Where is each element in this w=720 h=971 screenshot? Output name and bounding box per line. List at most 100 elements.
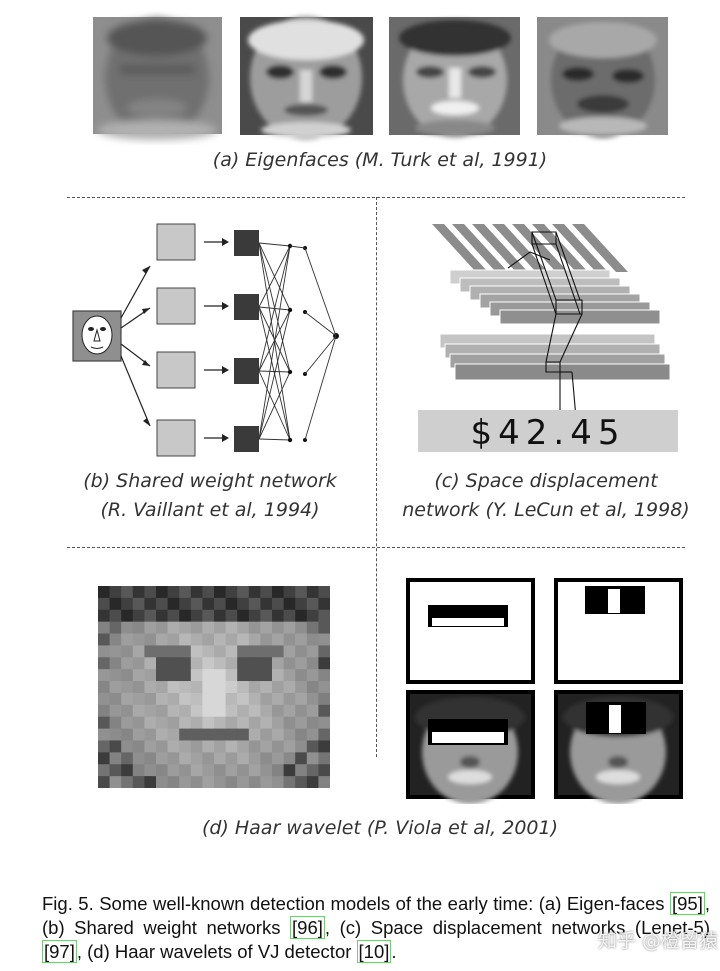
face-pixel bbox=[260, 586, 273, 599]
hidden-unit-boxes bbox=[234, 230, 259, 452]
face-pixel bbox=[214, 597, 227, 611]
face-pixel bbox=[156, 776, 169, 788]
face-pixel bbox=[318, 597, 330, 611]
face-pixel bbox=[318, 716, 330, 730]
face-pixel bbox=[109, 716, 122, 730]
face-pixel bbox=[318, 586, 330, 599]
face-pixel bbox=[179, 728, 192, 741]
face-pixel bbox=[283, 704, 296, 718]
face-pixel bbox=[167, 728, 180, 741]
caption-b-line1: (b) Shared weight network bbox=[83, 470, 337, 492]
face-pixel bbox=[283, 597, 296, 611]
face-pixel bbox=[295, 692, 308, 706]
face-pixel bbox=[214, 669, 227, 682]
face-pixel bbox=[202, 597, 215, 611]
connection-line bbox=[258, 245, 291, 308]
face-pixel bbox=[156, 597, 169, 611]
face-pixel bbox=[98, 621, 111, 635]
face-pixel bbox=[295, 645, 308, 658]
face-pixel bbox=[202, 752, 215, 765]
connection-line bbox=[258, 438, 291, 441]
face-pixel bbox=[272, 597, 285, 611]
face-pixel bbox=[214, 752, 227, 765]
face-pixel bbox=[225, 586, 238, 599]
face-pixel bbox=[156, 764, 169, 777]
face-pixel bbox=[283, 728, 296, 741]
face-pixel bbox=[318, 764, 330, 777]
eigenface-2 bbox=[240, 16, 373, 140]
face-pixel bbox=[109, 692, 122, 706]
face-pixel bbox=[167, 633, 180, 646]
input-arrows bbox=[120, 265, 151, 427]
face-pixel bbox=[306, 657, 319, 670]
face-pixel bbox=[156, 633, 169, 646]
face-pixel bbox=[144, 597, 157, 611]
face-pixel bbox=[190, 597, 203, 611]
face-pixel bbox=[225, 657, 238, 670]
zhihu-watermark: 知乎 @橙留猿 bbox=[598, 930, 719, 952]
face-pixel bbox=[318, 776, 330, 788]
face-pixel bbox=[156, 681, 169, 694]
face-pixel bbox=[190, 692, 203, 706]
input-face-image bbox=[72, 310, 122, 362]
face-pixel bbox=[306, 597, 319, 611]
face-pixel bbox=[190, 704, 203, 718]
face-pixel bbox=[167, 740, 180, 753]
face-pixel bbox=[109, 764, 122, 777]
face-pixel bbox=[306, 716, 319, 730]
citation-97[interactable]: [97] bbox=[42, 940, 77, 963]
caption-a: (a) Eigenfaces (M. Turk et al, 1991) bbox=[212, 149, 548, 171]
face-pixel bbox=[144, 621, 157, 635]
face-pixel bbox=[272, 716, 285, 730]
face-pixel bbox=[144, 645, 157, 658]
face-pixel bbox=[202, 657, 215, 670]
face-pixel bbox=[283, 752, 296, 765]
face-pixel bbox=[295, 752, 308, 765]
face-pixel bbox=[237, 657, 250, 670]
face-pixel bbox=[109, 609, 122, 623]
face-pixel bbox=[179, 597, 192, 611]
haar-face-vertical bbox=[554, 690, 683, 804]
shared-weight-network-diagram bbox=[72, 223, 339, 457]
face-pixel bbox=[121, 740, 134, 753]
face-pixel bbox=[225, 669, 238, 682]
citation-95[interactable]: [95] bbox=[670, 892, 705, 915]
face-pixel bbox=[109, 728, 122, 741]
face-pixel bbox=[260, 681, 273, 694]
face-pixel bbox=[121, 657, 134, 670]
face-pixel bbox=[144, 716, 157, 730]
face-pixel bbox=[295, 681, 308, 694]
face-pixel bbox=[167, 692, 180, 706]
face-pixel bbox=[260, 597, 273, 611]
caption-c-line2: network (Y. LeCun et al, 1998) bbox=[402, 499, 690, 521]
face-pixel bbox=[202, 728, 215, 741]
face-pixel bbox=[121, 704, 134, 718]
caption-d: (d) Haar wavelet (P. Viola et al, 2001) bbox=[201, 817, 559, 839]
eigenface-1 bbox=[93, 17, 222, 140]
face-pixel bbox=[225, 704, 238, 718]
citation-10[interactable]: [10] bbox=[356, 940, 392, 963]
face-pixel bbox=[272, 633, 285, 646]
face-pixel bbox=[237, 728, 250, 741]
haar-features-panel bbox=[406, 578, 683, 804]
face-pixel bbox=[167, 669, 180, 682]
face-pixel bbox=[132, 586, 145, 599]
face-pixel bbox=[260, 716, 273, 730]
face-pixel bbox=[237, 609, 250, 623]
face-pixel bbox=[202, 692, 215, 706]
output-lines bbox=[289, 245, 337, 441]
face-pixel bbox=[248, 692, 261, 706]
face-pixel bbox=[179, 657, 192, 670]
face-pixel bbox=[202, 764, 215, 777]
face-pixel bbox=[156, 716, 169, 730]
face-pixel bbox=[283, 716, 296, 730]
face-pixel bbox=[156, 621, 169, 635]
citation-96[interactable]: [96] bbox=[290, 916, 325, 939]
face-pixel bbox=[318, 740, 330, 753]
face-pixel bbox=[306, 609, 319, 623]
face-pixel bbox=[190, 752, 203, 765]
face-pixel bbox=[190, 764, 203, 777]
face-pixel bbox=[144, 728, 157, 741]
face-pixel bbox=[98, 597, 111, 611]
face-pixel bbox=[295, 657, 308, 670]
